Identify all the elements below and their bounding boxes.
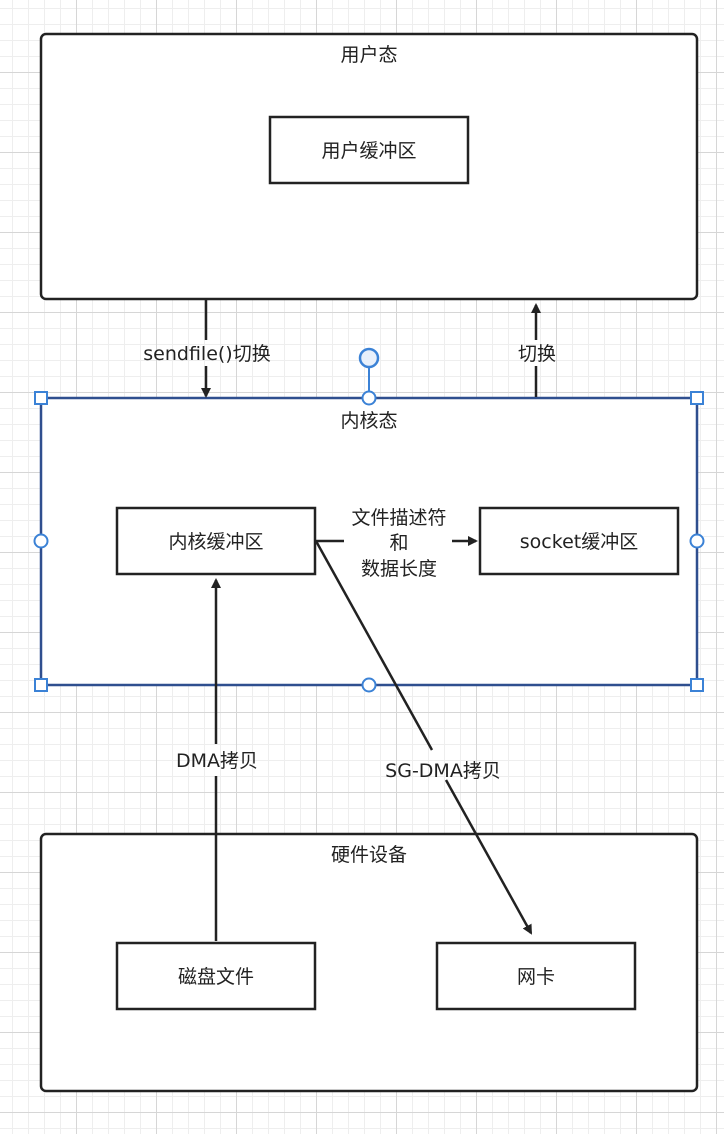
disk-file-label: 磁盘文件 <box>178 966 254 988</box>
kernel-space-label: 内核态 <box>340 410 397 432</box>
sendfile-switch-edge[interactable]: sendfile()切换 <box>143 300 271 398</box>
resize-handle-left[interactable] <box>33 533 49 549</box>
resize-handle-bottom-left[interactable] <box>34 678 48 692</box>
resize-handle-bottom[interactable] <box>361 677 377 693</box>
resize-handle-top[interactable] <box>361 390 377 406</box>
fd-label-line2: 和 <box>389 532 408 554</box>
nic-node[interactable]: 网卡 <box>435 941 637 1011</box>
sendfile-switch-label: sendfile()切换 <box>143 343 270 365</box>
resize-handle-bottom-right[interactable] <box>690 678 704 692</box>
switch-back-edge[interactable]: 切换 <box>518 303 556 397</box>
hardware-container[interactable]: 硬件设备 <box>39 832 699 1093</box>
resize-handle-right[interactable] <box>689 533 705 549</box>
dma-copy-edge[interactable]: DMA拷贝 <box>176 578 258 941</box>
disk-file-node[interactable]: 磁盘文件 <box>115 941 317 1011</box>
user-buffer-node[interactable]: 用户缓冲区 <box>268 115 470 185</box>
resize-handle-top-left[interactable] <box>34 391 48 405</box>
dma-copy-label: DMA拷贝 <box>176 750 258 772</box>
hardware-label: 硬件设备 <box>331 844 407 866</box>
fd-label-line3: 数据长度 <box>361 558 437 580</box>
user-buffer-label: 用户缓冲区 <box>321 140 416 162</box>
sg-dma-copy-label: SG-DMA拷贝 <box>385 760 501 782</box>
fd-label-line1: 文件描述符 <box>351 507 446 529</box>
socket-buffer-label: socket缓冲区 <box>520 531 638 553</box>
sg-dma-copy-edge[interactable]: SG-DMA拷贝 <box>314 540 533 935</box>
kernel-buffer-label: 内核缓冲区 <box>168 531 263 553</box>
socket-buffer-node[interactable]: socket缓冲区 <box>478 506 680 576</box>
switch-back-label: 切换 <box>518 343 556 365</box>
rotate-handle[interactable] <box>358 347 380 369</box>
resize-handle-top-right[interactable] <box>690 391 704 405</box>
fd-and-length-edge[interactable]: 文件描述符 和 数据长度 <box>316 507 478 580</box>
kernel-buffer-node[interactable]: 内核缓冲区 <box>115 506 317 576</box>
selection-handles[interactable] <box>33 347 705 693</box>
nic-label: 网卡 <box>517 966 555 988</box>
user-space-label: 用户态 <box>340 44 397 66</box>
